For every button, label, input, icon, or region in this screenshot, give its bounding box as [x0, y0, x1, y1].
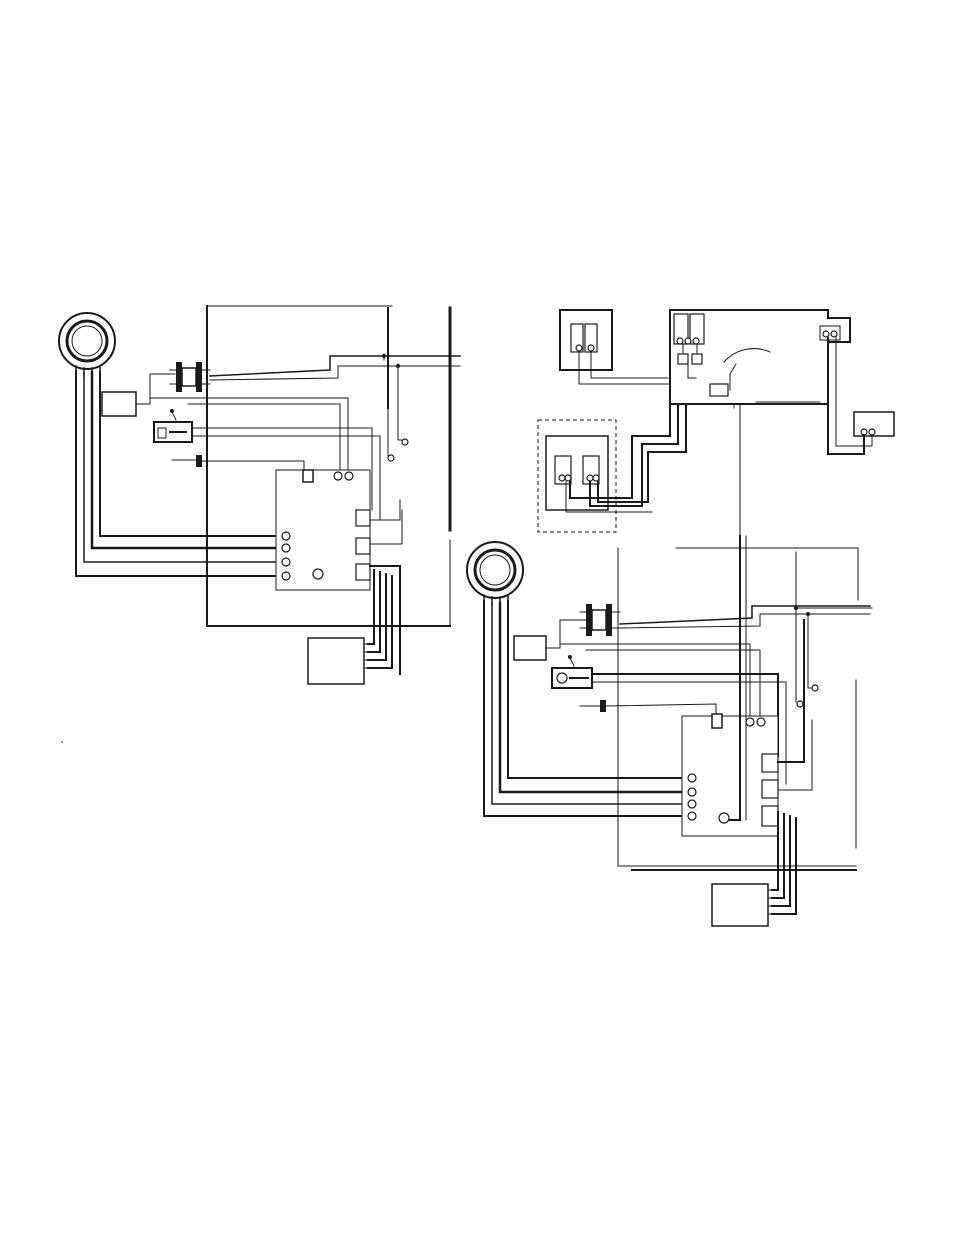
- left-flame-probe: [172, 455, 304, 472]
- right-coupling: [580, 604, 620, 636]
- right-optional-relay-panel: [538, 420, 616, 532]
- left-coupling: [170, 362, 210, 392]
- left-ignitor-ring: [59, 313, 115, 376]
- right-transformer: [514, 636, 546, 660]
- left-control-board: [276, 470, 370, 590]
- right-remote-terminal: [828, 337, 894, 454]
- right-relay-panel-main: [670, 310, 850, 404]
- right-relay-panel-small: [560, 310, 670, 384]
- left-pressure-switch-b: [388, 408, 394, 461]
- left-terminal-block: [308, 638, 368, 684]
- right-wiring-diagram: [467, 310, 894, 926]
- left-pressure-switch-a: [398, 366, 408, 445]
- left-transformer: [102, 392, 136, 416]
- right-terminal-block: [712, 884, 772, 926]
- right-control-board: [682, 714, 778, 836]
- left-limit-switch: [154, 409, 192, 442]
- right-flame-probe: [580, 700, 716, 714]
- right-limit-switch: [552, 655, 592, 688]
- left-wiring-diagram: [59, 306, 460, 743]
- right-ignitor-ring: [467, 542, 523, 605]
